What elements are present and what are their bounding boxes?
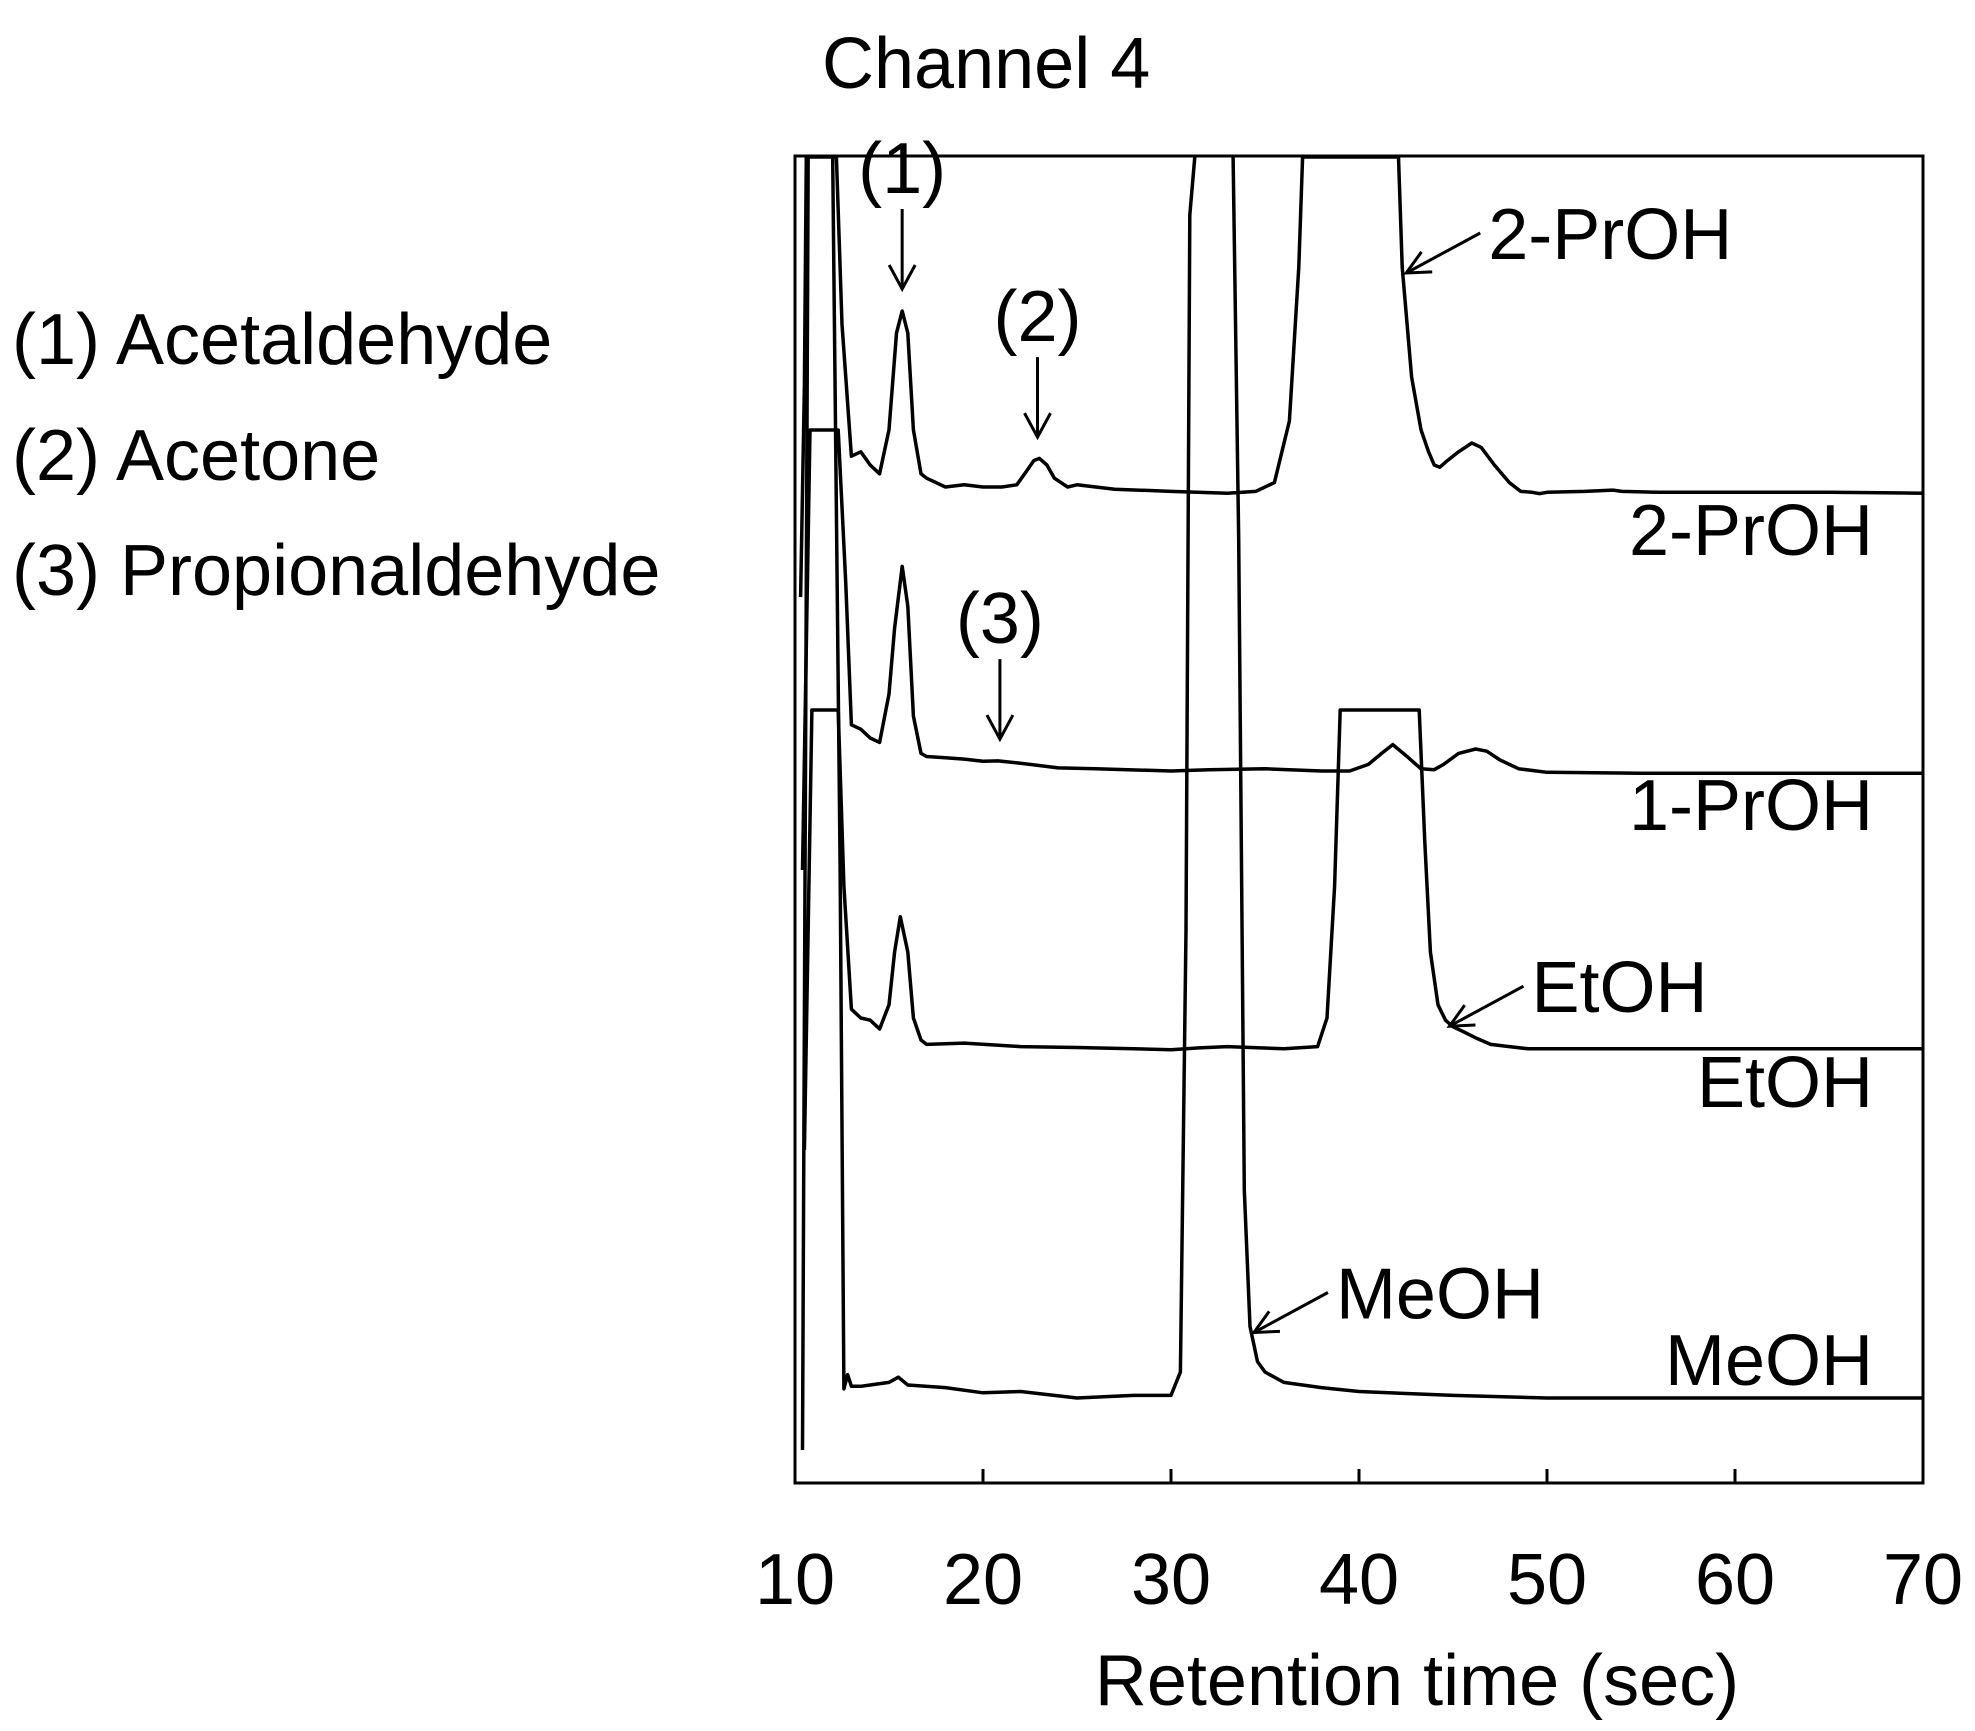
annotation-arrow-2-proh [1405, 231, 1481, 275]
annotation-label-etoh: EtOH [1531, 948, 1707, 1028]
x-tick-label-10: 10 [755, 1540, 835, 1620]
annotation-arrowhead-meoh [1250, 1310, 1281, 1335]
x-tick-label-30: 30 [1131, 1540, 1211, 1620]
x-axis-label: Retention time (sec) [1095, 1641, 1739, 1721]
x-tick-label-60: 60 [1695, 1540, 1775, 1620]
series-line-1-proh [800, 428, 1923, 871]
legend-entry-3: (3) Propionaldehyde [12, 531, 660, 611]
series-label-1-proh: 1-PrOH [1629, 766, 1873, 846]
series-line-meoh [800, 156, 1923, 1451]
x-tick-label-70: 70 [1883, 1540, 1963, 1620]
annotation-arrowhead-2-proh [1403, 251, 1433, 275]
peak-label-1: (1) [858, 129, 946, 209]
x-axis-tick-labels: 10 20 30 40 50 60 70 [755, 1540, 1963, 1620]
series-label-layer: 2-PrOH 1-PrOH EtOH MeOH [1629, 491, 1873, 1401]
series-label-meoh: MeOH [1665, 1321, 1873, 1401]
series-label-2-proh: 2-PrOH [1629, 491, 1873, 571]
annotation-label-meoh: MeOH [1336, 1255, 1544, 1335]
legend: (1) Acetaldehyde (2) Acetone (3) Propion… [12, 300, 660, 611]
series-layer [798, 156, 1923, 1451]
x-tick-label-50: 50 [1507, 1540, 1587, 1620]
peak-arrow-head-2 [1023, 412, 1052, 441]
x-tick-label-20: 20 [943, 1540, 1023, 1620]
legend-entry-1: (1) Acetaldehyde [12, 300, 552, 380]
series-line-2-proh [798, 156, 1923, 598]
series-line-etoh [802, 708, 1923, 1151]
x-tick-label-40: 40 [1319, 1540, 1399, 1620]
annotation-arrow-meoh [1253, 1291, 1329, 1334]
annotation-layer: (1) (2) (3) 2-PrOH EtOH MeOH [858, 129, 1732, 1335]
chart-title: Channel 4 [822, 24, 1150, 104]
x-axis-ticks [793, 1469, 1925, 1483]
peak-label-3: (3) [956, 579, 1044, 659]
series-label-etoh: EtOH [1697, 1043, 1873, 1123]
annotation-arrowhead-etoh [1446, 1004, 1476, 1028]
peak-arrow-head-3 [985, 714, 1015, 743]
legend-entry-2: (2) Acetone [12, 416, 380, 496]
annotation-arrow-etoh [1448, 984, 1525, 1028]
peak-label-2: (2) [994, 277, 1082, 357]
peak-arrow-head-1 [887, 264, 917, 293]
annotation-label-2-proh: 2-PrOH [1488, 195, 1732, 275]
